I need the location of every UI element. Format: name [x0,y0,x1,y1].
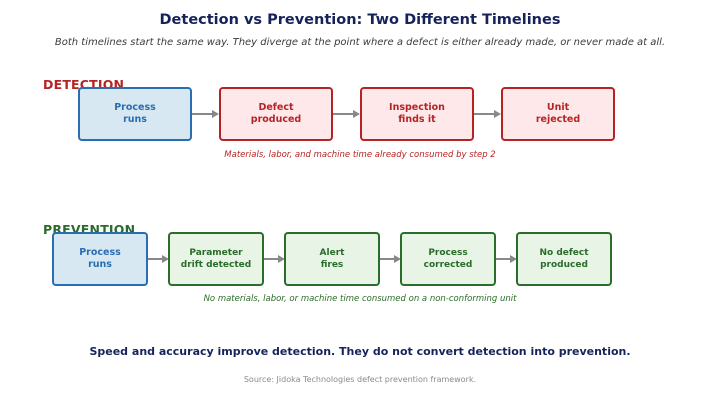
prevention-step-alert-fires: Alert fires [284,232,380,286]
detection-step-inspection-finds-it: Inspection finds it [360,87,474,141]
step-label: Process runs [114,102,156,125]
page-title: Detection vs Prevention: Two Different T… [159,12,561,28]
step-label: Process runs [79,247,121,270]
arrow-right-icon [380,255,401,263]
detection-step-defect-produced: Defect produced [219,87,333,141]
arrow-right-icon [474,110,501,118]
arrow-right-icon [496,255,517,263]
detection-step-process-runs: Process runs [78,87,192,141]
step-label: Process corrected [423,248,473,270]
step-label: Inspection finds it [389,102,445,125]
prevention-step-process-runs: Process runs [52,232,148,286]
step-label: Defect produced [250,102,302,125]
prevention-step-no-defect-produced: No defect produced [516,232,612,286]
takeaway-text: Speed and accuracy improve detection. Th… [89,345,631,358]
step-label: Alert fires [319,248,345,270]
source-note: Source: Jidoka Technologies defect preve… [243,375,477,384]
step-label: Unit rejected [535,102,581,125]
arrow-right-icon [333,110,360,118]
prevention-step-process-corrected: Process corrected [400,232,496,286]
step-label: No defect produced [539,248,589,270]
detection-caption: Materials, labor, and machine time alrea… [224,150,496,160]
arrow-right-icon [264,255,285,263]
prevention-step-parameter-drift-detected: Parameter drift detected [168,232,264,286]
prevention-caption: No materials, labor, or machine time con… [203,294,517,304]
detection-step-unit-rejected: Unit rejected [501,87,615,141]
arrow-right-icon [148,255,169,263]
step-label: Parameter drift detected [180,248,252,270]
arrow-right-icon [192,110,219,118]
page-subtitle: Both timelines start the same way. They … [54,37,666,48]
